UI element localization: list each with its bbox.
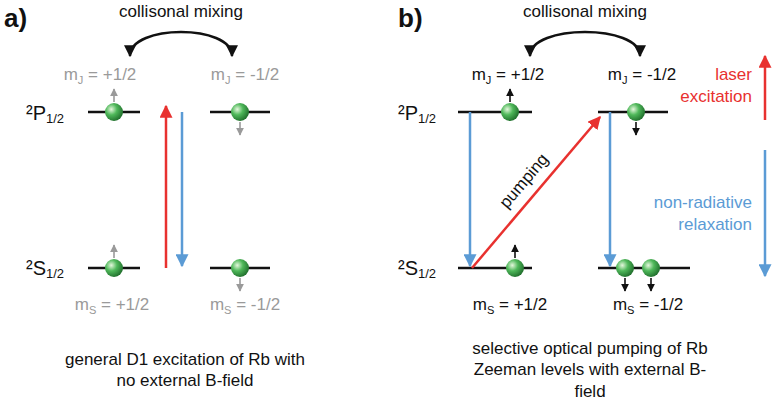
- spin-arrow: [114, 89, 240, 291]
- panel-letter: b): [398, 2, 423, 35]
- legend-relaxation-arrow: [764, 150, 767, 276]
- spin-arrow: [635, 122, 637, 135]
- state-label: mJ = +1/2: [472, 64, 545, 85]
- process-label: collisonal mixing: [119, 1, 243, 22]
- panel-caption: general D1 excitation of Rb with no exte…: [60, 349, 310, 392]
- relaxation-arrow: [181, 112, 184, 266]
- state-label: mS = -1/2: [613, 294, 683, 315]
- atom-ball: [105, 103, 123, 121]
- relaxation-arrow: [609, 112, 612, 266]
- state-label: mJ = -1/2: [211, 64, 279, 85]
- spin-arrow: [113, 89, 115, 102]
- state-label: mS = +1/2: [473, 294, 547, 315]
- atom-ball: [506, 259, 524, 277]
- spin-arrow: [239, 122, 241, 135]
- collision-arc: [530, 32, 640, 56]
- pumping-arrow: [472, 117, 600, 268]
- laser-arrow: [165, 106, 168, 268]
- relaxation-arrow: [181, 112, 184, 266]
- spin-arrow: [510, 89, 651, 291]
- energy-level: [88, 112, 270, 268]
- spin-arrow: [113, 245, 115, 258]
- atom-ball: [616, 259, 634, 277]
- collision-arc: [130, 32, 232, 56]
- legend-laser-arrow: [764, 56, 767, 120]
- atom-ball: [105, 103, 249, 277]
- spin-arrow: [509, 89, 511, 102]
- pumping-arrow: [472, 117, 600, 268]
- atom-ball: [627, 103, 645, 121]
- legend-text: laser excitation: [642, 64, 752, 108]
- atom-ball: [231, 259, 249, 277]
- atom-ball: [501, 103, 519, 121]
- legend-relaxation-arrow: [764, 150, 767, 276]
- legend-text: non-radiative relaxation: [642, 192, 752, 236]
- energy-level: [458, 112, 690, 268]
- atom-ball: [105, 259, 123, 277]
- level-label: ²S1/2: [26, 256, 64, 281]
- level-label: ²S1/2: [398, 256, 436, 281]
- spin-arrow: [624, 278, 626, 291]
- level-label: ²P1/2: [26, 101, 64, 126]
- laser-arrow: [165, 106, 168, 268]
- collision-arc: [130, 32, 232, 56]
- spin-arrow: [239, 278, 241, 291]
- relaxation-arrow: [469, 112, 472, 266]
- collision-arc: [530, 32, 640, 56]
- atom-ball: [642, 259, 660, 277]
- level-label: ²P1/2: [398, 101, 436, 126]
- state-label: mS = -1/2: [210, 294, 280, 315]
- state-label: mJ = -1/2: [608, 64, 676, 85]
- state-label: mS = +1/2: [75, 294, 149, 315]
- process-label: collisonal mixing: [523, 1, 647, 22]
- atom-ball: [231, 103, 249, 121]
- legend-laser-arrow: [764, 56, 767, 120]
- panel-letter: a): [4, 2, 27, 35]
- state-label: mJ = +1/2: [64, 64, 137, 85]
- spin-arrow: [650, 278, 652, 291]
- spin-arrow: [514, 245, 516, 258]
- panel-caption: selective optical pumping of Rb Zeeman l…: [465, 338, 715, 402]
